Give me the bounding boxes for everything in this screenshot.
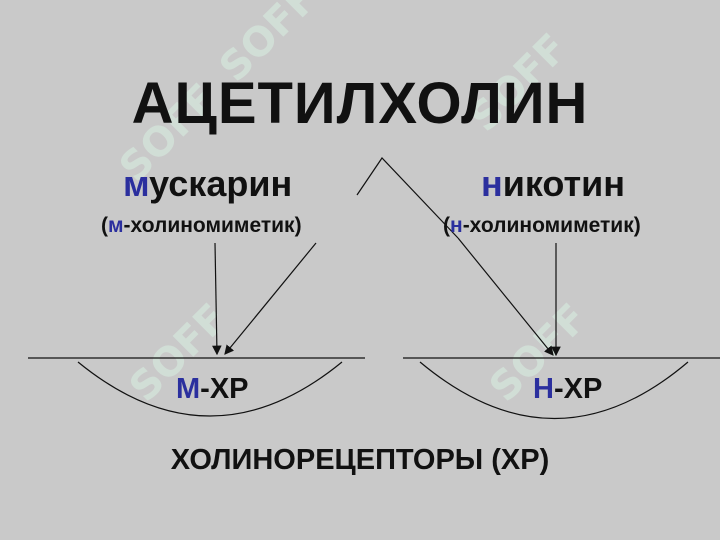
receptor-cup-left [77, 361, 343, 417]
receptor-m-rest: -ХР [200, 373, 249, 405]
paren: ( [443, 214, 450, 237]
agent-muscarine: мускарин [123, 163, 292, 205]
arrow-ach-to-m [224, 242, 317, 355]
paren: ( [101, 214, 108, 237]
subtitle-rest: -холиномиметик) [462, 214, 641, 237]
receptor-m-accent: М [176, 373, 201, 405]
subtitle-rest: -холиномиметик) [123, 214, 302, 237]
agent-nicotine-accent: н [481, 163, 503, 204]
receptor-cup-right [419, 361, 689, 420]
agent-nicotine-subtitle: (н-холиномиметик) [443, 214, 641, 238]
agent-nicotine-rest: икотин [502, 163, 626, 204]
subtitle-accent: м [108, 214, 124, 237]
receptor-n-rest: -ХР [553, 373, 603, 405]
caret-lines [356, 157, 459, 239]
agent-nicotine: никотин [481, 163, 625, 205]
subtitle-accent: н [450, 214, 463, 237]
agent-muscarine-accent: м [123, 163, 150, 204]
page-title: АЦЕТИЛХОЛИН [131, 71, 589, 136]
receptor-m: М-ХР [176, 373, 249, 406]
arrow-ach-to-n [457, 237, 554, 356]
receptor-n: Н-ХР [533, 373, 602, 406]
agent-muscarine-subtitle: (м-холиномиметик) [101, 214, 302, 238]
agent-muscarine-rest: ускарин [149, 163, 293, 204]
footer-label: ХОЛИНОРЕЦЕПТОРЫ (ХР) [170, 444, 550, 476]
arrow-muscarine-down [212, 242, 222, 356]
receptor-n-accent: Н [533, 373, 554, 405]
